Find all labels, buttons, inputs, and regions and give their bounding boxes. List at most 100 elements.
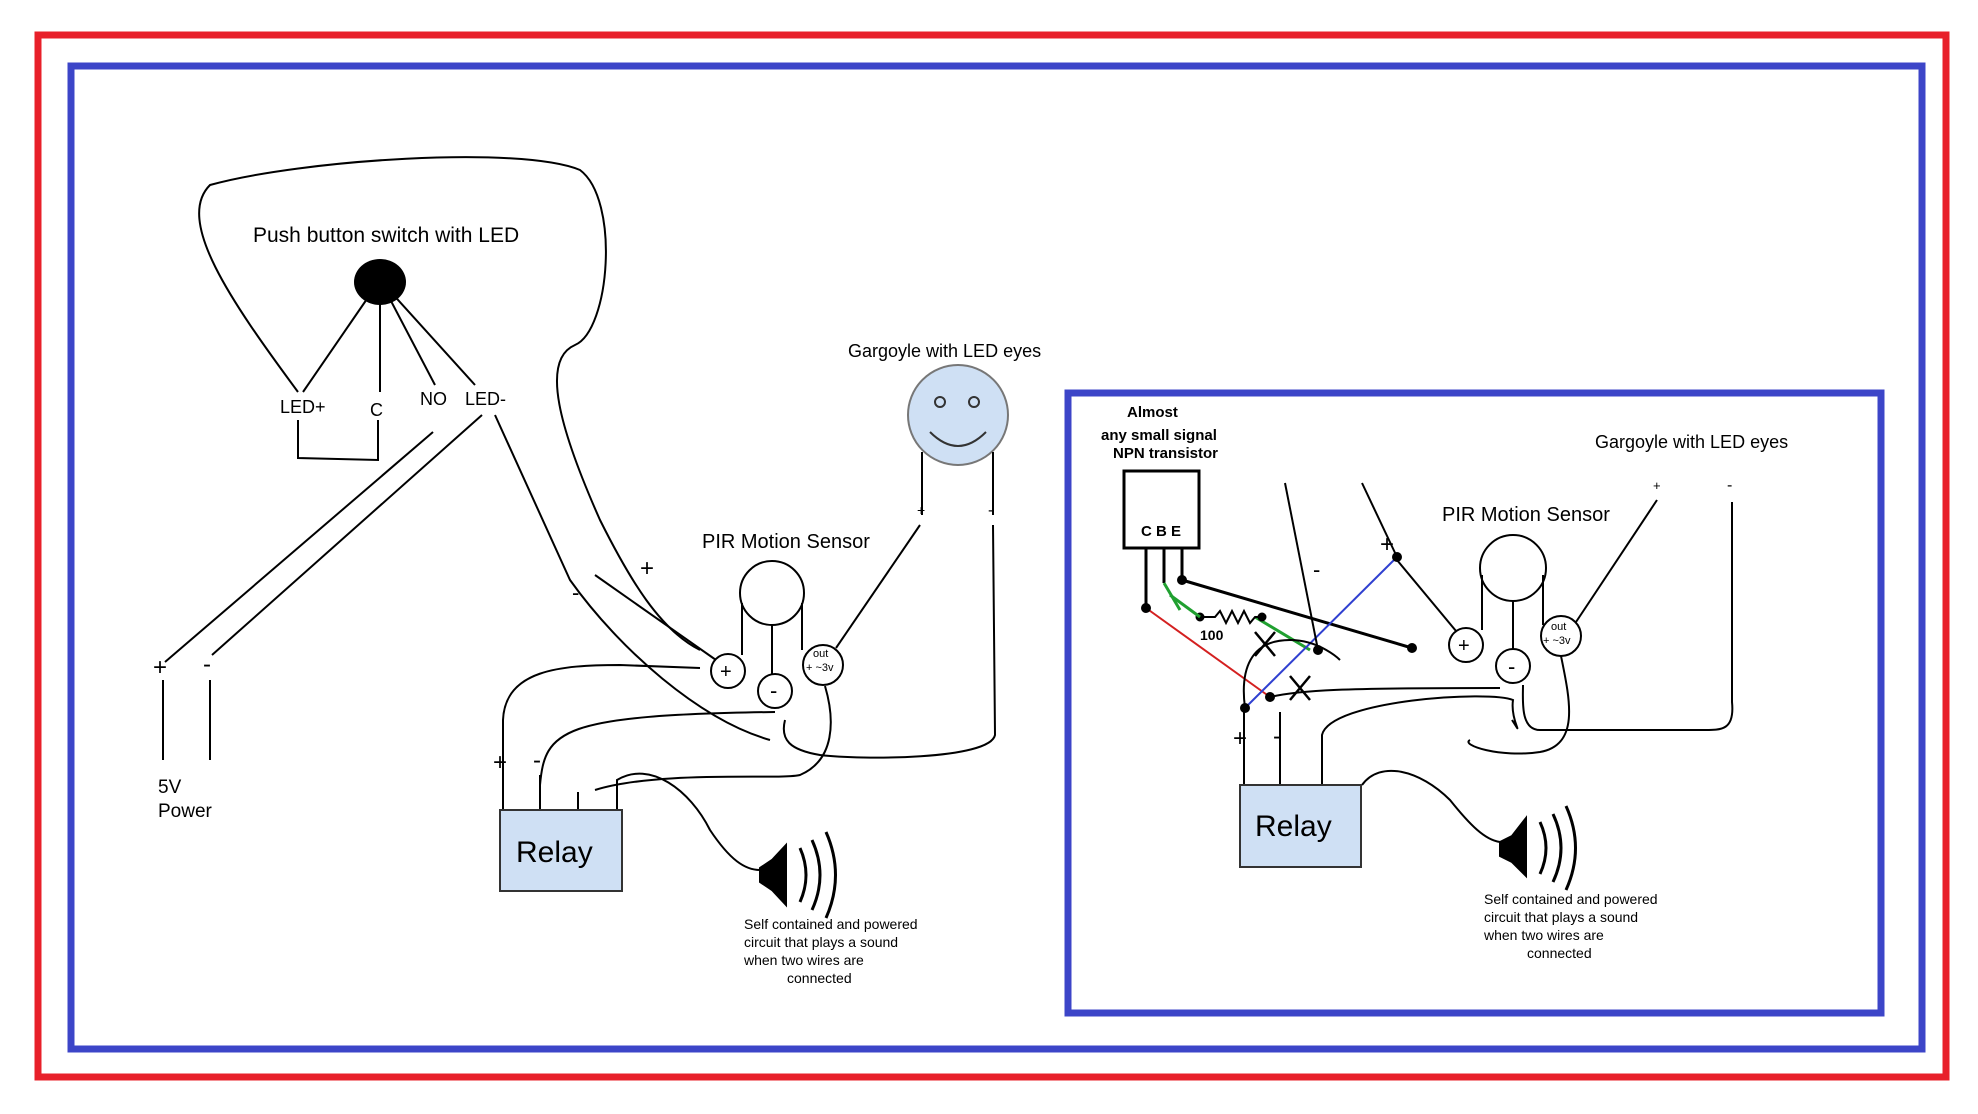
gargoyle-eye-r [968, 396, 980, 408]
cut-wire-2 [1269, 687, 1501, 698]
gargoyle-plus-label: + [917, 502, 925, 518]
power-wire-minus [211, 414, 483, 656]
gargoyle-minus-return [782, 524, 997, 759]
sound-desc-1: Self contained and powered [744, 916, 918, 932]
gargoyle-minus-label: - [988, 502, 993, 519]
wire-minus-label: - [572, 580, 579, 605]
power-minus-label: - [203, 651, 211, 678]
transistor-label-3: NPN transistor [1113, 445, 1218, 462]
cut-wire-1 [1242, 638, 1341, 709]
relay-wire-3 [1321, 695, 1519, 785]
pir-label-r: PIR Motion Sensor [1442, 504, 1610, 526]
relay-plus-label: + [493, 749, 507, 776]
junction-1 [1141, 603, 1151, 613]
wire-plus-label-r: + [1380, 531, 1394, 558]
power-wire-plus [164, 431, 434, 663]
sound-desc-2: circuit that plays a sound [744, 934, 898, 950]
sound-desc-r2: circuit that plays a sound [1484, 909, 1638, 925]
relay-minus-label-r: - [1273, 723, 1281, 750]
push-button-switch [354, 259, 406, 305]
pir-plus-label-r: + [1458, 635, 1470, 657]
sound-wave-2 [810, 839, 822, 911]
gargoyle-wire-plus-r [1575, 499, 1658, 623]
pir-label: PIR Motion Sensor [702, 531, 870, 553]
inset-frame [1064, 389, 1885, 1017]
resistor-node-2 [1257, 612, 1267, 622]
plus-to-pir-wire-r [1396, 559, 1462, 638]
gargoyle-eye-l [934, 396, 946, 408]
junction-2 [1177, 575, 1187, 585]
pir-plus-terminal-r [1448, 627, 1484, 663]
green-to-resistor [1169, 593, 1201, 619]
speaker-left [759, 842, 787, 908]
relay-label-r: Relay [1255, 810, 1332, 843]
gargoyle-to-out-wire [835, 524, 921, 649]
relay-plus-label-r: + [1233, 725, 1247, 752]
gargoyle-label: Gargoyle with LED eyes [848, 341, 1041, 361]
pir-out-label: out [813, 648, 828, 660]
led-minus-wire [494, 414, 771, 741]
resistor-green [1254, 615, 1311, 652]
pin-led-minus-label: LED- [465, 389, 506, 409]
power-label-1: 5V [158, 777, 182, 798]
left-diagram [162, 156, 1009, 919]
relay-lead-4 [616, 772, 761, 871]
transistor-body [1122, 469, 1201, 550]
sound-wave-r3 [1564, 805, 1577, 891]
inner-frame [67, 62, 1926, 1053]
sound-desc-r1: Self contained and powered [1484, 891, 1658, 907]
sound-desc-3: when two wires are [743, 952, 864, 968]
out-to-relay-wire [594, 685, 832, 791]
pir-minus-terminal-r [1495, 648, 1531, 684]
sound-desc-4: connected [787, 970, 852, 986]
gargoyle-minus-label-r: - [1727, 477, 1732, 494]
pin-c-label: C [370, 400, 383, 420]
junction-4 [1407, 643, 1417, 653]
plus-to-pir-wire [594, 574, 717, 661]
jumper-wire [297, 420, 379, 462]
resistor-value: 100 [1200, 627, 1224, 643]
gargoyle-face-left [907, 364, 1009, 466]
switch-loop-wire [198, 156, 701, 651]
relay-box-left [499, 809, 623, 892]
relay-minus-wire [539, 711, 776, 786]
pin-no-label: NO [420, 389, 447, 409]
power-label-2: Power [158, 801, 213, 822]
pir-minus-label: - [770, 678, 777, 703]
resistor [1200, 608, 1262, 626]
cross-mark-2 [1289, 675, 1311, 701]
outer-frame [34, 31, 1950, 1081]
top-wire-minus [1284, 482, 1319, 651]
relay-plus-wire [502, 663, 701, 785]
relay-minus-label: - [533, 747, 541, 774]
pir-out-voltage-r: + ~3v [1543, 635, 1571, 647]
transistor-pins: C B E [1141, 523, 1181, 540]
gargoyle-out-return [1467, 655, 1571, 755]
power-plus-label: + [153, 654, 167, 681]
pir-out-label-r: out [1551, 621, 1566, 633]
cross-mark-1 [1254, 631, 1276, 657]
transistor-label-2: any small signal [1101, 427, 1217, 444]
pin-led-plus-label: LED+ [280, 397, 326, 417]
right-diagram [1122, 469, 1734, 891]
sound-wave-r1 [1538, 821, 1548, 875]
blue-wire [1244, 556, 1398, 709]
gargoyle-label-r: Gargoyle with LED eyes [1595, 432, 1788, 452]
transistor-label-1: Almost [1127, 404, 1178, 421]
speaker-right [1499, 815, 1527, 879]
relay-box-right [1239, 784, 1362, 868]
gargoyle-wire-minus-r [1521, 502, 1734, 732]
top-wire-plus [1361, 482, 1398, 558]
pir-out-voltage: + ~3v [806, 662, 834, 674]
relay-wire-4 [1361, 769, 1501, 843]
wire-plus-label: + [640, 555, 654, 582]
relay-label: Relay [516, 836, 593, 869]
gargoyle-smile [929, 431, 987, 447]
pir-plus-terminal [710, 653, 746, 689]
sound-desc-r3: when two wires are [1483, 927, 1604, 943]
sound-desc-r4: connected [1527, 945, 1592, 961]
wire-minus-label-r: - [1313, 557, 1320, 582]
pir-out-terminal [802, 644, 844, 686]
collector-wire-red [1145, 607, 1271, 698]
sound-wave-1 [798, 847, 808, 903]
